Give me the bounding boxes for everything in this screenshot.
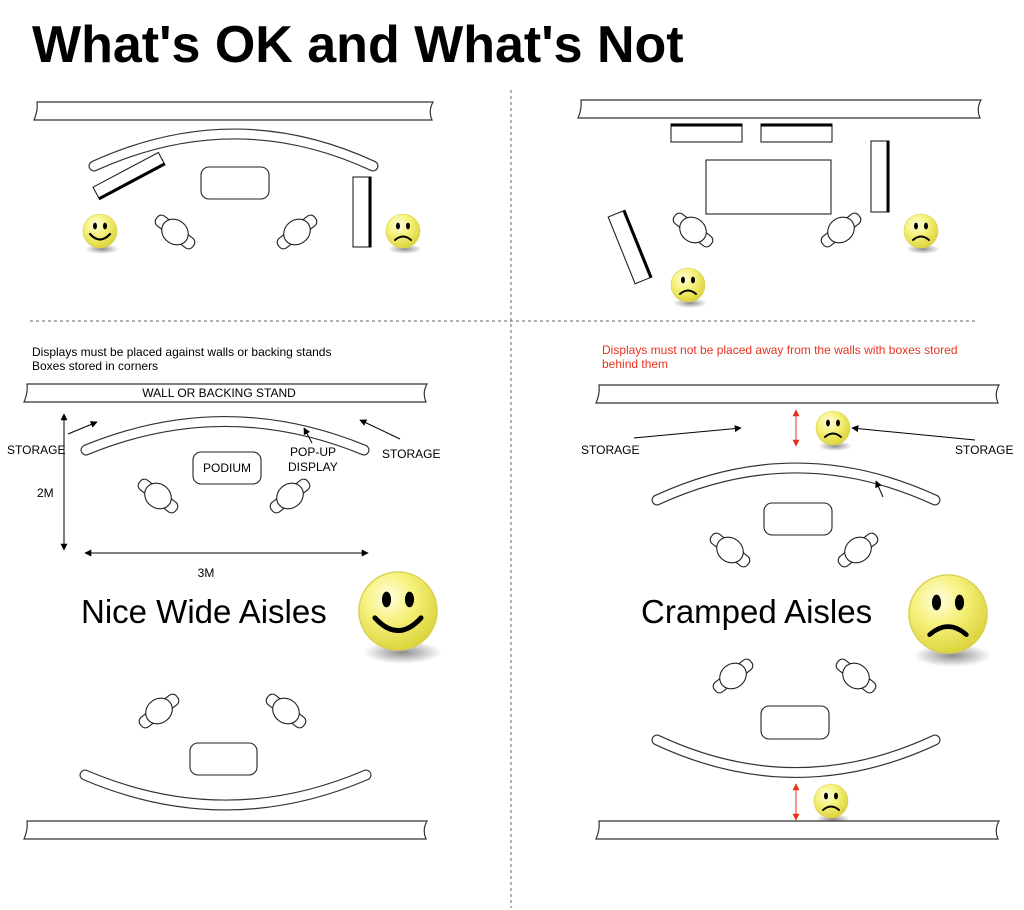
bad-caption: Cramped Aisles [641, 593, 872, 630]
popup-display-curve [651, 462, 941, 506]
storage-arrow [67, 421, 98, 435]
podium-label: PODIUM [203, 461, 251, 475]
bottom-right-layout: Displays must not be placed away from th… [581, 343, 1013, 840]
chair [263, 471, 317, 521]
sad-face-icon [385, 213, 423, 255]
table [705, 159, 832, 215]
popup-label-line1: POP-UP [290, 445, 336, 459]
left-note-line1: Displays must be placed against walls or… [32, 345, 331, 359]
chair [831, 525, 885, 575]
chair [706, 651, 760, 701]
right-note-line2: behind them [602, 357, 668, 371]
wall-label: WALL OR BACKING STAND [142, 386, 296, 400]
display-board [870, 140, 890, 213]
display-board [607, 209, 653, 285]
storage-box [760, 123, 833, 143]
top-left-layout [33, 101, 435, 257]
storage-label: STORAGE [7, 443, 65, 457]
wall [577, 99, 983, 119]
wall [595, 820, 1001, 840]
big-happy-face-icon [359, 572, 442, 664]
display-board [92, 151, 166, 201]
chair [829, 651, 883, 701]
height-dimension-label: 2M [37, 486, 54, 500]
storage-label: STORAGE [581, 443, 639, 457]
popup-display-curve [651, 734, 941, 778]
storage-box [670, 123, 743, 143]
display-board [352, 176, 372, 248]
width-dimension-label: 3M [198, 566, 215, 580]
chair [259, 686, 313, 736]
chair [131, 471, 185, 521]
backing-wall [23, 383, 429, 403]
sad-face-icon [815, 410, 853, 452]
storage-arrow [359, 419, 401, 440]
popup-label-line2: DISPLAY [288, 460, 338, 474]
wall [23, 820, 429, 840]
sad-face-icon [670, 267, 708, 309]
storage-label: STORAGE [955, 443, 1013, 457]
sad-face-icon [813, 783, 851, 825]
wall [33, 101, 435, 121]
popup-arrow [303, 427, 313, 444]
podium [192, 451, 262, 485]
sad-face-icon [903, 213, 941, 255]
podium [760, 705, 830, 740]
podium [763, 502, 833, 536]
popup-display-curve [88, 128, 379, 172]
right-note-line1: Displays must not be placed away from th… [602, 343, 958, 357]
wall [595, 384, 1001, 404]
popup-display-curve [79, 769, 372, 811]
popup-display-curve [80, 416, 370, 456]
happy-face-icon [81, 212, 121, 256]
left-note-line2: Boxes stored in corners [32, 359, 158, 373]
top-right-layout [577, 99, 983, 309]
storage-label: STORAGE [382, 447, 440, 461]
big-sad-face-icon [909, 575, 992, 667]
podium [189, 742, 258, 776]
storage-arrow [851, 425, 976, 441]
chair [148, 207, 202, 257]
popup-arrow [875, 480, 884, 498]
page-title: What's OK and What's Not [32, 16, 684, 74]
chair [703, 525, 757, 575]
chair [132, 686, 186, 736]
bottom-left-layout: Displays must be placed against walls or… [7, 345, 442, 840]
good-caption: Nice Wide Aisles [81, 593, 327, 630]
chair [270, 207, 324, 257]
podium [200, 166, 270, 200]
storage-arrow [633, 425, 742, 439]
